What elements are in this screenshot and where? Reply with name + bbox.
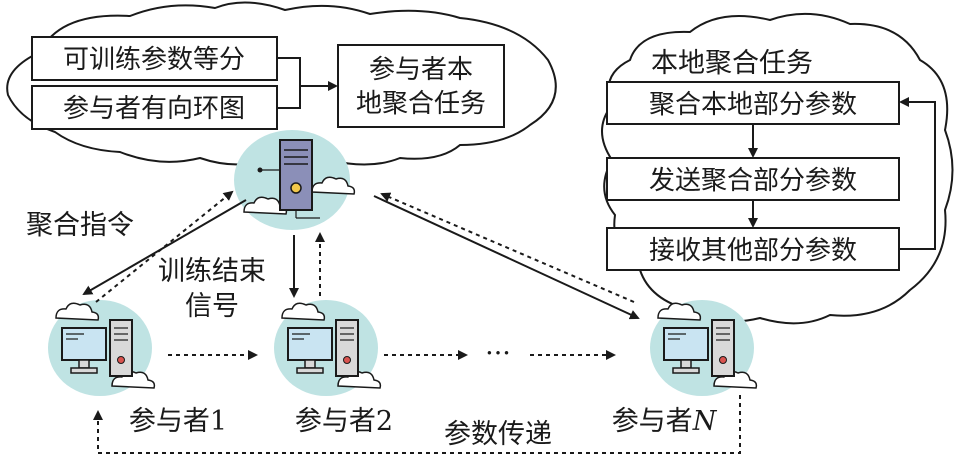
- participant-2-label: 参与者2: [295, 406, 393, 437]
- computer-icon: [61, 319, 133, 377]
- server-node: [234, 130, 356, 230]
- train-end-label-line2: 信号: [185, 291, 239, 322]
- computer-icon: [287, 319, 359, 377]
- participant-node-2: [274, 300, 382, 396]
- participant-dag-label: 参与者有向环图: [63, 94, 245, 124]
- step1-label: 聚合本地部分参数: [649, 90, 857, 120]
- server-icon: [257, 139, 320, 219]
- trainable-params-label: 可训练参数等分: [63, 45, 245, 75]
- aggregate-command-label: 聚合指令: [26, 210, 134, 241]
- param-transfer-label: 参数传递: [444, 419, 552, 450]
- arrow-pn-to-p1-loop: [93, 395, 741, 454]
- participant-node-1: [48, 300, 156, 396]
- train-end-label-line1: 训练结束: [158, 256, 266, 287]
- computer-icon: [663, 319, 735, 377]
- arrow-loop-back: [899, 97, 936, 250]
- connector-params: [277, 57, 301, 86]
- local-task-label-line2: 地聚合任务: [356, 89, 486, 119]
- step3-label: 接收其他部分参数: [649, 236, 857, 266]
- task-cloud-title: 本地聚合任务: [651, 48, 813, 79]
- participant-n-label-text: 参与者: [612, 406, 693, 437]
- step2-label: 发送聚合部分参数: [649, 166, 857, 196]
- participant-node-n: [650, 300, 758, 396]
- connector-dag: [277, 86, 301, 109]
- participant-n-label: 参与者N: [612, 406, 718, 437]
- arrow-pn-to-server: [380, 192, 635, 303]
- step2-box: [606, 157, 900, 201]
- local-task-box: [337, 44, 505, 128]
- arrow-server-to-pn: [373, 195, 640, 320]
- local-task-label-line1: 参与者本: [369, 55, 473, 85]
- ellipsis-label: ···: [485, 338, 511, 369]
- participant-n-label-suffix: N: [692, 406, 718, 437]
- participant-dag-box: [31, 85, 278, 130]
- participant-1-label: 参与者1: [129, 406, 227, 437]
- arrow-p1-to-server: [95, 190, 234, 303]
